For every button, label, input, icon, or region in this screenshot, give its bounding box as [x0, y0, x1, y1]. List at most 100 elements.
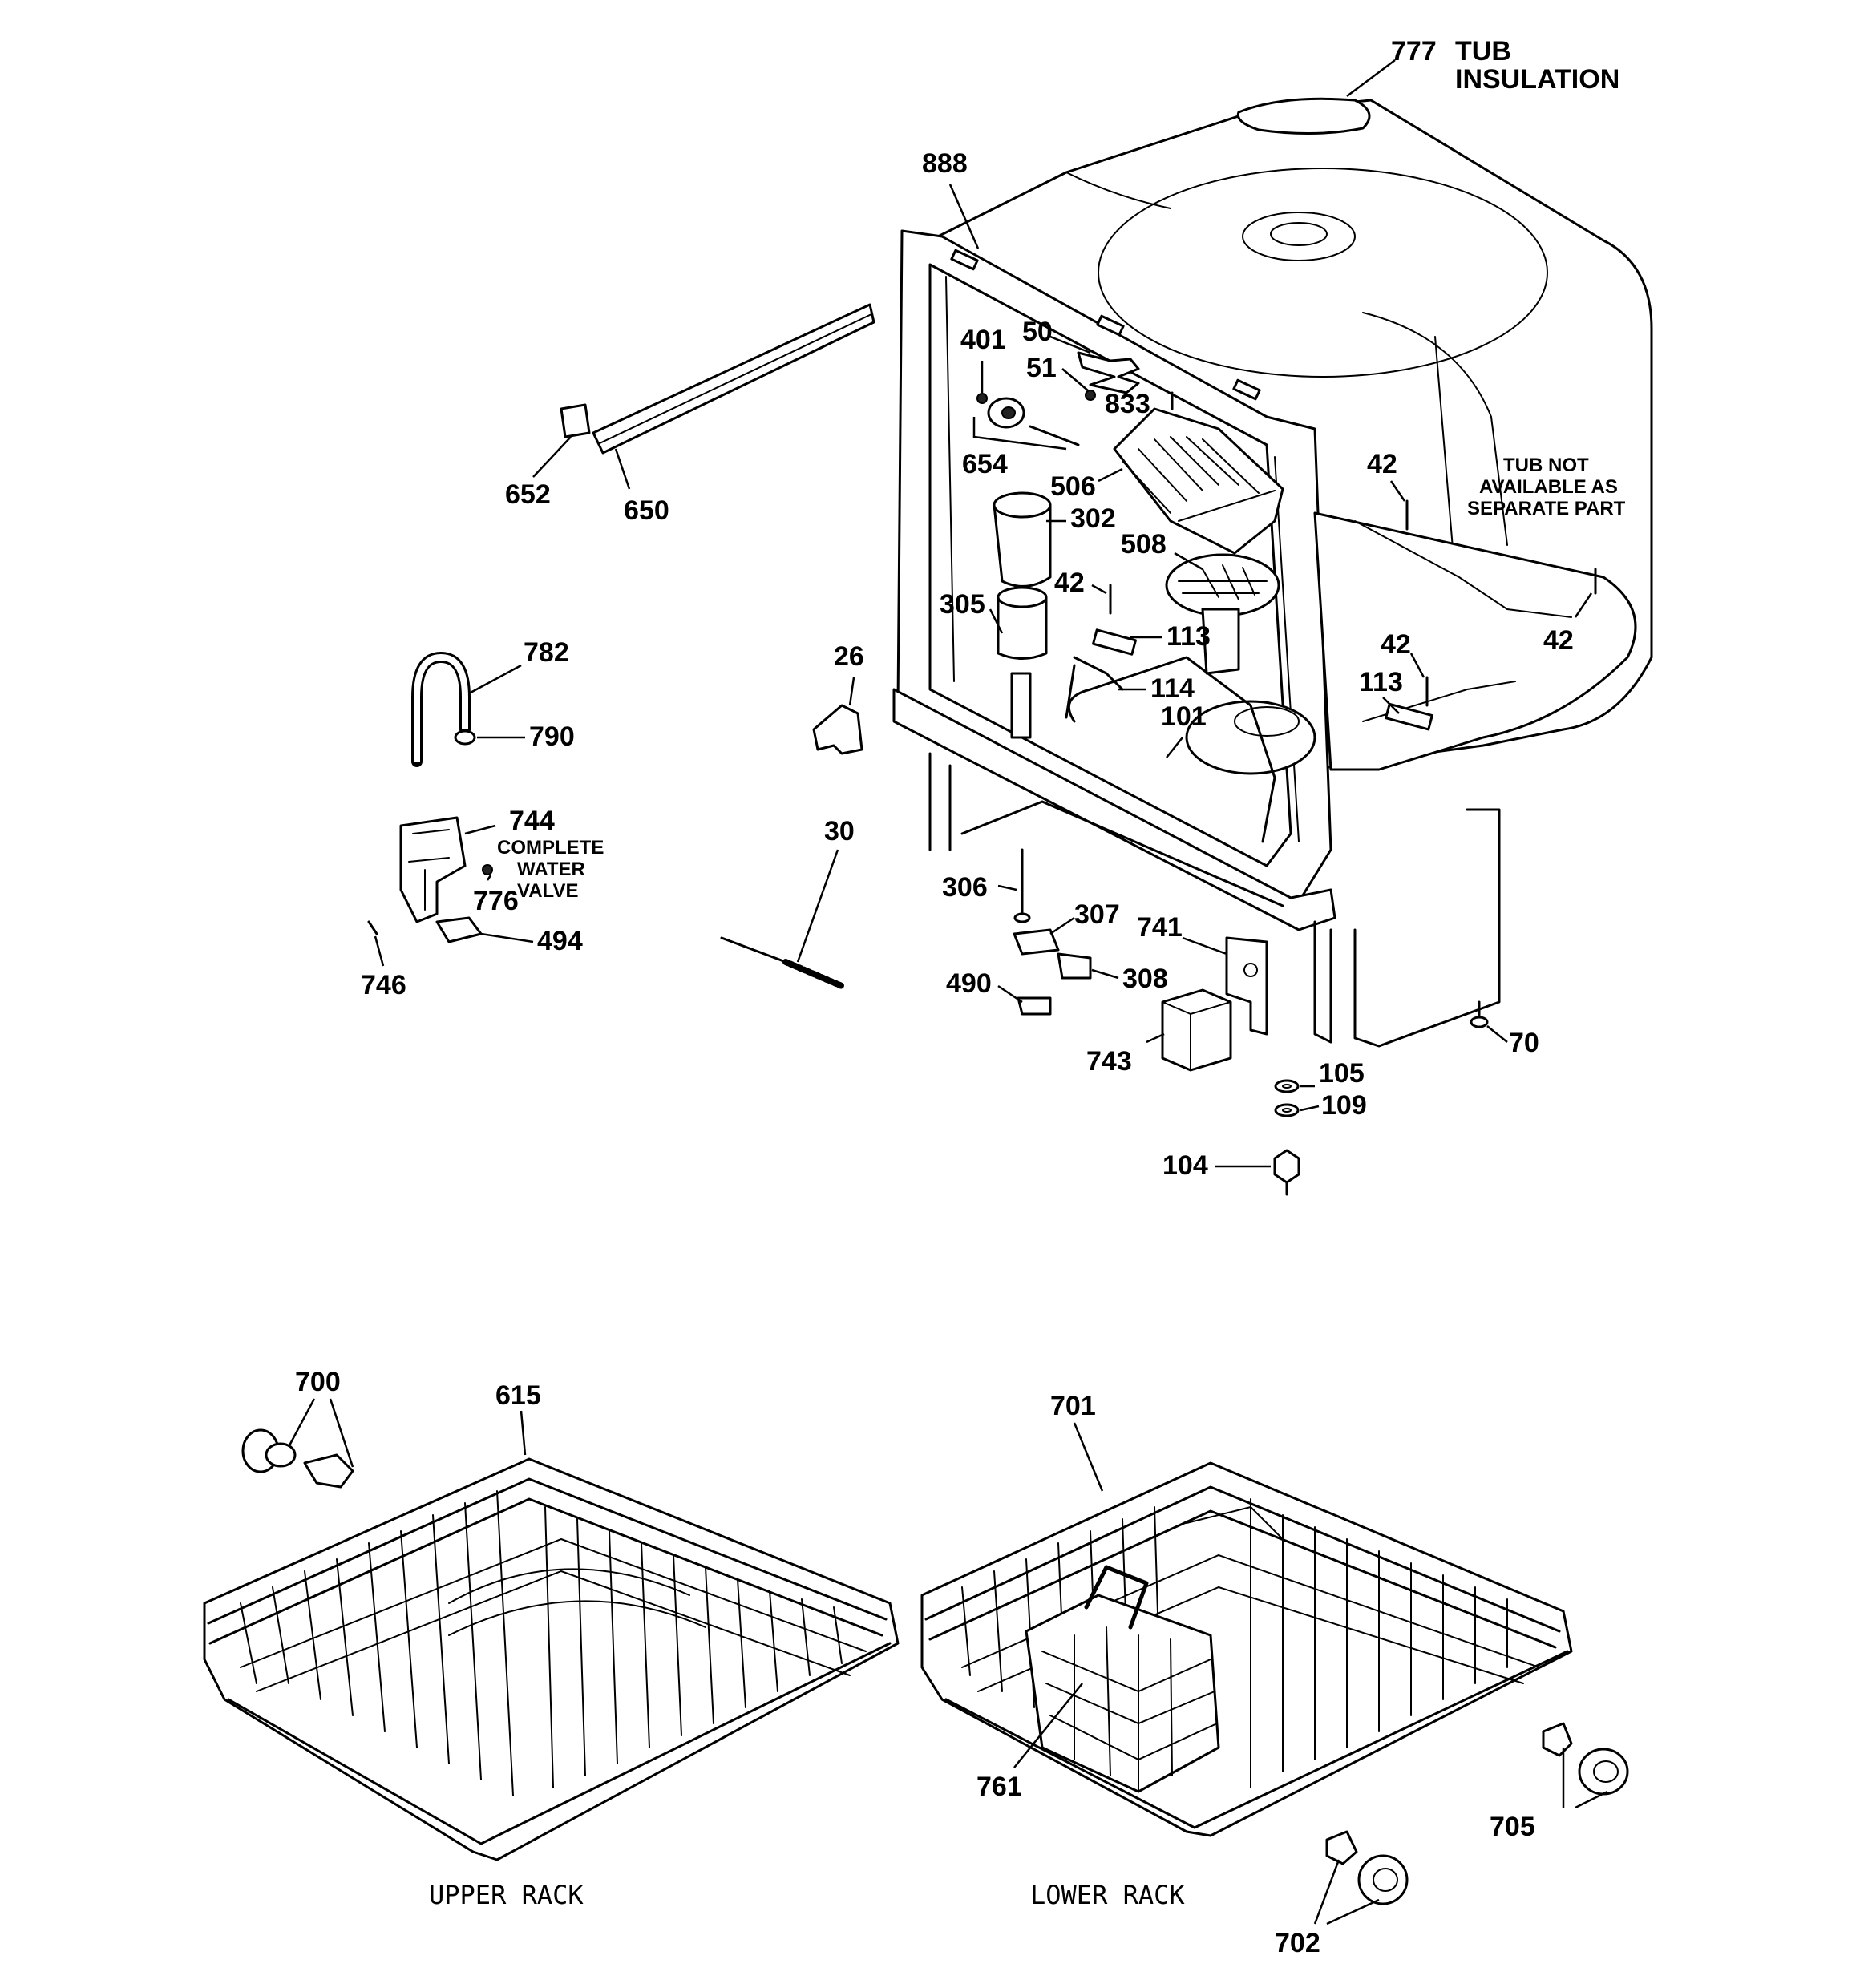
callout-306: 306 [942, 872, 988, 903]
caption-upper-rack: UPPER RACK [429, 1880, 584, 1910]
leader-51 [1061, 368, 1090, 392]
upper-rack-tines [240, 1490, 843, 1796]
callout-113b: 113 [1359, 667, 1403, 697]
leader-761 [1013, 1683, 1083, 1768]
callout-701: 701 [1050, 1391, 1096, 1421]
leader-702b [1326, 1898, 1380, 1925]
rack-wheel-705 [1542, 1722, 1629, 1796]
leader-700b [329, 1398, 354, 1468]
leader-743 [1146, 1032, 1165, 1044]
leader-705b [1575, 1790, 1608, 1809]
insulation-ring-inner [1242, 212, 1356, 261]
leader-702a [1313, 1859, 1340, 1925]
bracket-741 [1225, 936, 1268, 1036]
leader-30 [796, 849, 839, 963]
callout-508: 508 [1121, 529, 1167, 560]
tub-assembly [892, 97, 1653, 1048]
box-743-edge [1162, 1001, 1231, 1071]
nut-104 [1273, 1149, 1300, 1184]
screw-401 [976, 393, 988, 404]
washer-105 [1274, 1079, 1300, 1093]
leader-700a [287, 1398, 316, 1448]
insulation-fold [1065, 172, 1171, 209]
callout-790: 790 [529, 721, 575, 752]
leader-26 [848, 677, 855, 706]
hinge-clip-left [950, 248, 979, 271]
tub-note-l1: TUB NOT [1503, 455, 1589, 476]
notes: COMPLETE WATER VALVE TUB NOT AVAILABLE A… [497, 455, 1626, 902]
washer-109-hole [1282, 1108, 1292, 1113]
leader-306 [997, 884, 1017, 891]
filter-508-grid [1178, 564, 1268, 600]
upper-rack-rail-1 [207, 1477, 888, 1625]
upper-rack [203, 1457, 900, 1861]
tub-front-leg [928, 752, 952, 851]
callout-401: 401 [960, 325, 1006, 355]
leader-741 [1182, 936, 1227, 956]
callout-705: 705 [1490, 1812, 1535, 1842]
cap-652 [560, 403, 591, 438]
washer-109 [1274, 1103, 1300, 1117]
callout-615: 615 [495, 1380, 541, 1411]
upper-rack-rail-2 [208, 1497, 884, 1645]
callout-702: 702 [1275, 1928, 1320, 1958]
heating-element [1067, 656, 1276, 843]
leader-42b [1389, 480, 1406, 502]
leader-113b [1382, 697, 1400, 714]
upper-rack-bottom-front [227, 1642, 892, 1845]
tub-sump-inner [1234, 706, 1300, 737]
leader-888 [948, 184, 980, 249]
callout-741: 741 [1137, 912, 1183, 943]
wheel-702-hub [1373, 1868, 1398, 1892]
callout-305: 305 [940, 589, 985, 620]
tub-side-rail [1354, 520, 1572, 618]
wheel-702-clip [1325, 1830, 1358, 1865]
washer-105-hole [1282, 1084, 1292, 1089]
leader-701 [1073, 1422, 1104, 1492]
callout-30: 30 [824, 816, 855, 847]
caption-lower-rack: LOWER RACK [1030, 1880, 1185, 1910]
detergent-dispenser [1113, 407, 1284, 555]
wheel-705-hub [1593, 1760, 1619, 1783]
spring-30 [720, 936, 787, 964]
upper-rack-cross-wires [240, 1537, 867, 1692]
foot-70-base [1470, 1016, 1489, 1028]
callout-777-l1: TUB [1455, 36, 1511, 67]
cylinder-305-cap [997, 586, 1048, 608]
clamp-790 [454, 729, 476, 746]
tub-sump [1185, 700, 1316, 775]
lower-rack-outline [920, 1461, 1573, 1837]
valve-note-l2: WATER [517, 859, 585, 880]
leader-70 [1486, 1025, 1508, 1043]
bracket-50 [1077, 351, 1140, 394]
water-valve-744 [399, 816, 467, 923]
part-654-center [1001, 406, 1016, 419]
leader-776 [486, 875, 492, 881]
tub-bottom-bar [960, 800, 1284, 907]
leader-494 [480, 932, 534, 943]
upper-rack-outline [203, 1457, 900, 1861]
callout-650: 650 [624, 495, 669, 526]
bracket-494 [435, 916, 483, 943]
detergent-dispenser-grille [1122, 436, 1276, 522]
bolt-306-head [1013, 912, 1031, 923]
hinge-clip-right [1232, 378, 1261, 401]
callout-746: 746 [361, 970, 406, 1000]
valve-note-l1: COMPLETE [497, 837, 604, 859]
callout-42d: 42 [1381, 629, 1411, 660]
callout-833: 833 [1105, 389, 1150, 419]
callout-308: 308 [1122, 964, 1168, 994]
callout-652: 652 [505, 479, 551, 510]
hinge-clip-mid [1096, 314, 1125, 337]
callout-490: 490 [946, 968, 992, 999]
callout-51: 51 [1026, 353, 1057, 383]
post-305 [1010, 672, 1032, 739]
loose-parts [367, 303, 1489, 1196]
hose-782-inner [414, 653, 468, 762]
wheel-702-tire [1357, 1854, 1409, 1905]
lower-rack-rail-2 [928, 1509, 1557, 1649]
tub-note-l3: SEPARATE PART [1467, 498, 1626, 519]
callout-42b: 42 [1367, 449, 1397, 479]
insulation-ring-outer [1098, 168, 1548, 378]
